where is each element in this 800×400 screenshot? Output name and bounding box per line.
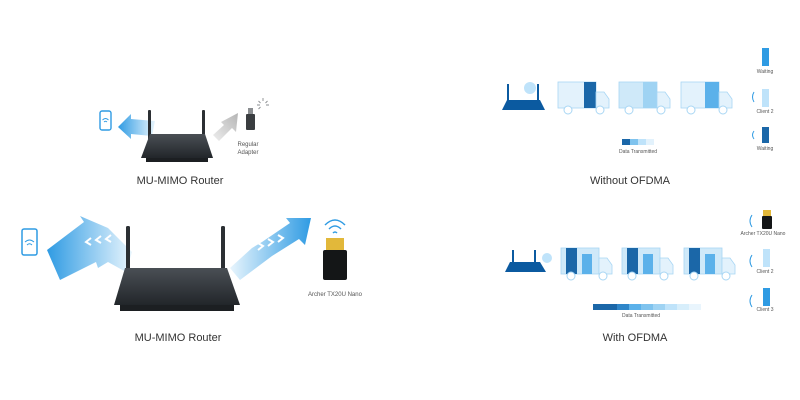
client-label-waiting-1: Waiting bbox=[756, 69, 774, 75]
bottom-right-diagram bbox=[505, 210, 772, 310]
bottom-left-diagram bbox=[21, 216, 347, 311]
bottom-right-caption: With OFDMA bbox=[602, 332, 668, 344]
blue-arrow-large-left bbox=[47, 216, 132, 280]
router-blue-icon-ofdma bbox=[505, 250, 552, 272]
truck-ofdma-2 bbox=[621, 247, 674, 281]
regular-adapter-label: Regular Adapter bbox=[228, 141, 268, 157]
phone-icon-large bbox=[21, 228, 38, 256]
truck-2 bbox=[618, 81, 671, 115]
client-label-client-2: Client 2 bbox=[756, 109, 774, 115]
client-label-client-2-ofdma: Client 2 bbox=[756, 269, 774, 275]
client-device-icons-top bbox=[752, 48, 769, 143]
truck-1 bbox=[557, 81, 610, 115]
loading-spinner-icon bbox=[257, 98, 269, 110]
bottom-left-caption: MU-MIMO Router bbox=[134, 332, 222, 344]
top-left-caption: MU-MIMO Router bbox=[136, 175, 224, 187]
regular-adapter-label-line1: Regular bbox=[237, 142, 259, 148]
chevron-icons-left bbox=[84, 234, 112, 246]
archer-nano-label: Archer TX20U Nano bbox=[308, 292, 362, 298]
router-blue-icon bbox=[502, 82, 545, 110]
regular-adapter-icon bbox=[246, 108, 255, 130]
data-transmitted-label-bottom: Data Transmitted bbox=[621, 313, 661, 319]
router-large bbox=[114, 226, 240, 311]
chevron-icons-right bbox=[257, 234, 285, 251]
data-transmitted-bar-bottom bbox=[593, 304, 701, 310]
client-label-client-3: Client 3 bbox=[756, 307, 774, 313]
grey-arrow-small bbox=[213, 113, 238, 141]
blue-arrow-large-right bbox=[230, 218, 311, 280]
data-transmitted-label-top: Data Transmitted bbox=[618, 149, 658, 155]
archer-nano-adapter-icon bbox=[323, 219, 347, 280]
regular-adapter-label-line2: Adapter bbox=[237, 150, 259, 156]
top-left-diagram bbox=[99, 98, 269, 162]
truck-3 bbox=[680, 81, 733, 115]
data-transmitted-bar-top bbox=[622, 139, 654, 145]
client-label-archer-nano: Archer TX20U Nano bbox=[740, 231, 786, 237]
blue-arrow-small bbox=[118, 114, 155, 139]
router-small bbox=[141, 110, 213, 162]
client-label-waiting-2: Waiting bbox=[756, 146, 774, 152]
truck-ofdma-1 bbox=[560, 247, 613, 281]
truck-ofdma-3 bbox=[683, 247, 736, 281]
client-device-icons-bottom bbox=[749, 210, 772, 308]
top-right-caption: Without OFDMA bbox=[589, 175, 671, 187]
phone-icon bbox=[99, 110, 112, 131]
top-right-diagram bbox=[502, 48, 769, 145]
